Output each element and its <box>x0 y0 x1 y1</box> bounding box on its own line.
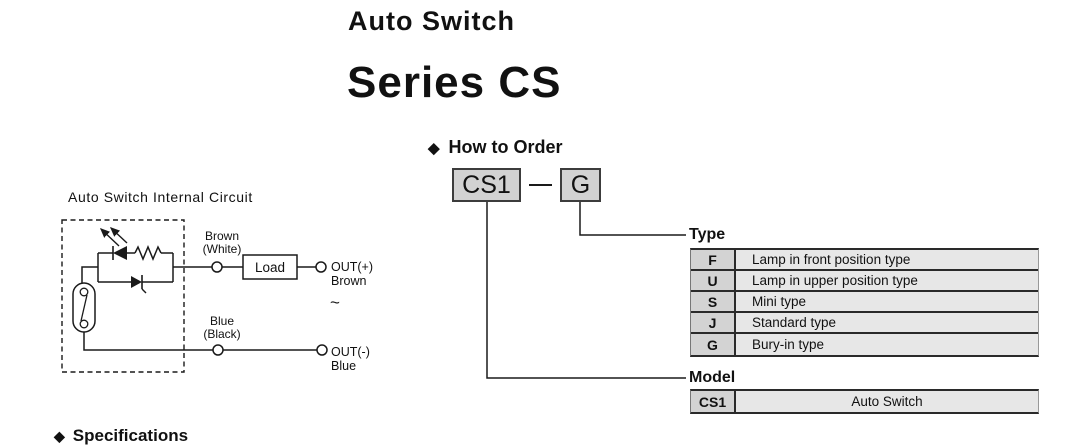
type-desc-cell: Lamp in upper position type <box>736 271 1038 290</box>
type-code-cell: F <box>691 250 736 269</box>
out-negative-label: OUT(-) <box>331 345 370 359</box>
type-desc-cell: Bury-in type <box>736 334 1038 355</box>
table-row: F Lamp in front position type <box>691 250 1038 271</box>
diamond-icon: ◆ <box>54 427 65 444</box>
type-code-box: G <box>560 168 601 202</box>
type-desc-cell: Lamp in front position type <box>736 250 1038 269</box>
type-desc-cell: Standard type <box>736 313 1038 332</box>
reed-switch-icon <box>72 282 96 333</box>
bottom-wire-label: Blue (Black) <box>194 315 250 341</box>
type-section-heading: Type <box>689 226 726 243</box>
top-wire-color: Brown <box>204 229 239 243</box>
series-title: Series CS <box>347 58 562 107</box>
table-row: S Mini type <box>691 292 1038 313</box>
table-row: G Bury-in type <box>691 334 1038 355</box>
resistor-icon <box>134 245 162 261</box>
diamond-icon: ◆ <box>428 139 440 157</box>
terminal-brown-white <box>211 261 223 273</box>
type-code-cell: S <box>691 292 736 311</box>
terminal-out-positive <box>315 261 327 273</box>
type-code-cell: J <box>691 313 736 332</box>
page-title: Auto Switch <box>348 6 515 36</box>
terminal-blue-black <box>212 344 224 356</box>
type-table: F Lamp in front position type U Lamp in … <box>690 248 1039 357</box>
model-code-cell: CS1 <box>691 391 736 412</box>
model-table: CS1 Auto Switch <box>690 389 1039 414</box>
type-code-cell: U <box>691 271 736 290</box>
type-desc-cell: Mini type <box>736 292 1038 311</box>
table-row: U Lamp in upper position type <box>691 271 1038 292</box>
ac-tilde-symbol: ~ <box>330 293 340 312</box>
out-positive-wire-label: Brown <box>331 274 367 288</box>
out-positive-label: OUT(+) <box>331 260 374 274</box>
table-row: CS1 Auto Switch <box>691 391 1038 412</box>
model-section-heading: Model <box>689 369 736 386</box>
bottom-wire-color: Blue <box>209 314 235 328</box>
code-separator-dash <box>529 184 552 186</box>
out-negative-wire-label: Blue <box>331 359 357 373</box>
model-code-box: CS1 <box>452 168 521 202</box>
terminal-out-negative <box>316 344 328 356</box>
how-to-order-label: How to Order <box>448 137 563 157</box>
top-wire-alt-color: (White) <box>202 242 242 256</box>
circuit-heading: Auto Switch Internal Circuit <box>68 189 253 205</box>
type-code-cell: G <box>691 334 736 355</box>
specifications-label: Specifications <box>72 426 189 445</box>
how-to-order-heading: ◆ How to Order <box>428 137 563 158</box>
connector-model-line <box>486 202 686 379</box>
load-label: Load <box>254 259 286 275</box>
connector-type-line <box>579 202 686 236</box>
top-wire-label: Brown (White) <box>194 230 250 256</box>
bottom-wire-alt-color: (Black) <box>203 327 241 341</box>
led-icon <box>99 227 128 260</box>
zener-diode-icon <box>131 275 147 294</box>
table-row: J Standard type <box>691 313 1038 334</box>
circuit-dashed-boundary <box>61 219 185 373</box>
specifications-heading-partial: ◆ Specifications <box>54 426 188 446</box>
model-desc-cell: Auto Switch <box>736 391 1038 412</box>
